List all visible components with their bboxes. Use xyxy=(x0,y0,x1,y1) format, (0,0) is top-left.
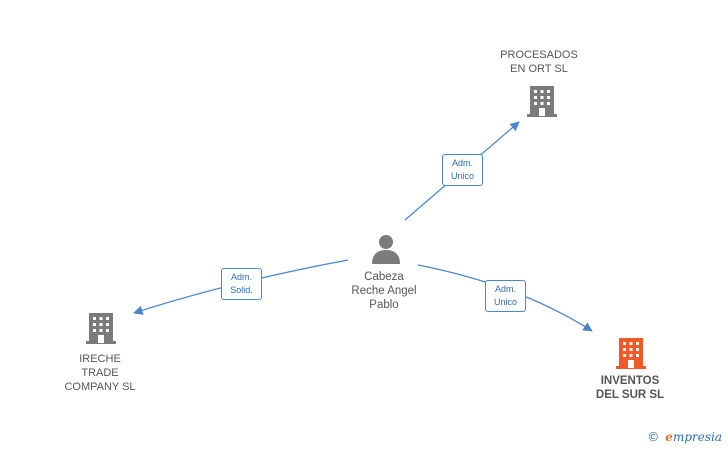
brand-logo: © empresia xyxy=(647,430,722,444)
copyright-symbol: © xyxy=(647,430,660,444)
company-name-inventos[interactable]: INVENTOS DEL SUR SL xyxy=(595,375,665,401)
building-icon[interactable] xyxy=(527,84,557,118)
edge-label-ireche: Adm. Solid. xyxy=(221,268,262,300)
brand-name: mpresia xyxy=(672,430,722,444)
building-icon[interactable] xyxy=(86,311,116,345)
brand-initial: e xyxy=(665,430,673,444)
building-icon-highlighted[interactable] xyxy=(616,336,646,370)
edge-label-procesados: Adm. Unico xyxy=(442,154,483,186)
company-name-procesados[interactable]: PROCESADOS EN ORT SL xyxy=(500,49,578,75)
person-icon[interactable] xyxy=(370,233,402,265)
company-name-ireche[interactable]: IRECHE TRADE COMPANY SL xyxy=(64,353,136,393)
edge-label-inventos: Adm. Unico xyxy=(485,280,526,312)
person-name[interactable]: Cabeza Reche Angel Pablo xyxy=(351,271,417,311)
